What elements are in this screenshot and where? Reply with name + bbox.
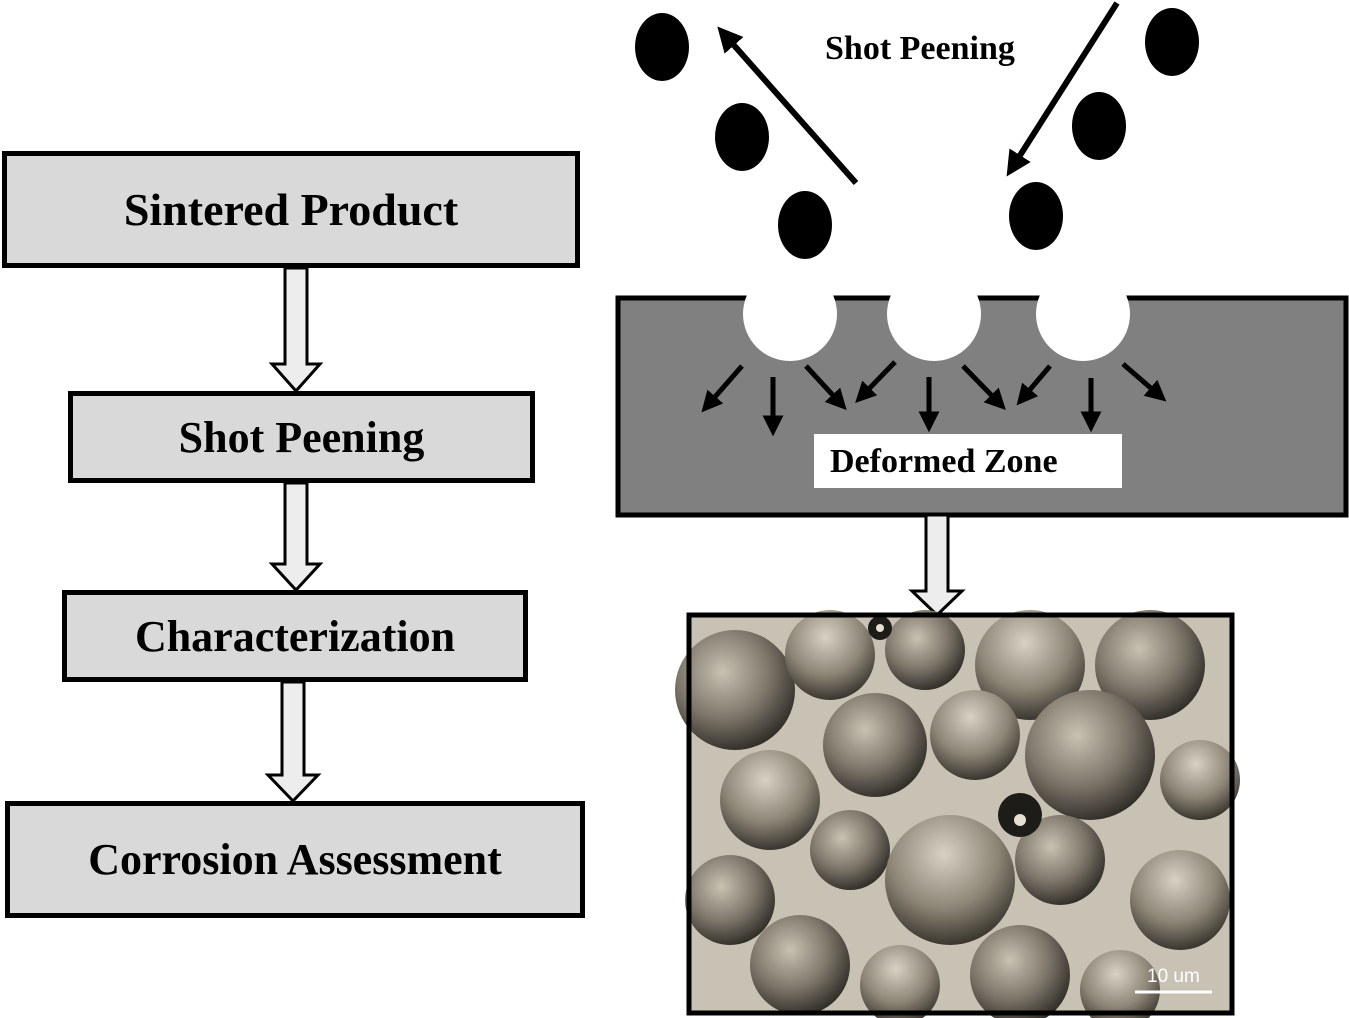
flow-arrow (908, 513, 966, 618)
step-sintered-product: Sintered Product (2, 151, 580, 268)
shot-particle (1009, 182, 1063, 250)
shot-particle (715, 103, 769, 171)
deformation-arrows (701, 360, 1167, 437)
deformed-zone-box (814, 434, 1122, 488)
rebound-arrow (717, 26, 859, 185)
scale-bar-label: 10 um (1147, 966, 1200, 987)
flow-arrow (268, 481, 324, 593)
micrograph-image (675, 610, 1240, 1018)
shot-particle (1072, 92, 1126, 160)
shot-particle (778, 191, 832, 259)
peening-dimple (1036, 267, 1130, 361)
step-label: Sintered Product (123, 184, 459, 235)
peening-dimple (743, 267, 837, 361)
peening-dimple (887, 267, 981, 361)
step-label: Characterization (134, 611, 456, 661)
step-characterization: Characterization (62, 590, 528, 682)
shot-particle (635, 13, 689, 81)
step-label: Corrosion Assessment (88, 835, 502, 884)
incoming-arrow (1006, 1, 1120, 177)
step-corrosion-assessment: Corrosion Assessment (5, 801, 585, 918)
shot-peening-label: Shot Peening (825, 30, 1015, 67)
flow-arrow (264, 680, 322, 804)
shot-particle (1145, 8, 1199, 76)
step-label: Shot Peening (178, 412, 425, 462)
deformed-zone-label: Deformed Zone (830, 443, 1058, 480)
flow-arrow (268, 266, 324, 394)
step-shot-peening: Shot Peening (68, 391, 535, 483)
